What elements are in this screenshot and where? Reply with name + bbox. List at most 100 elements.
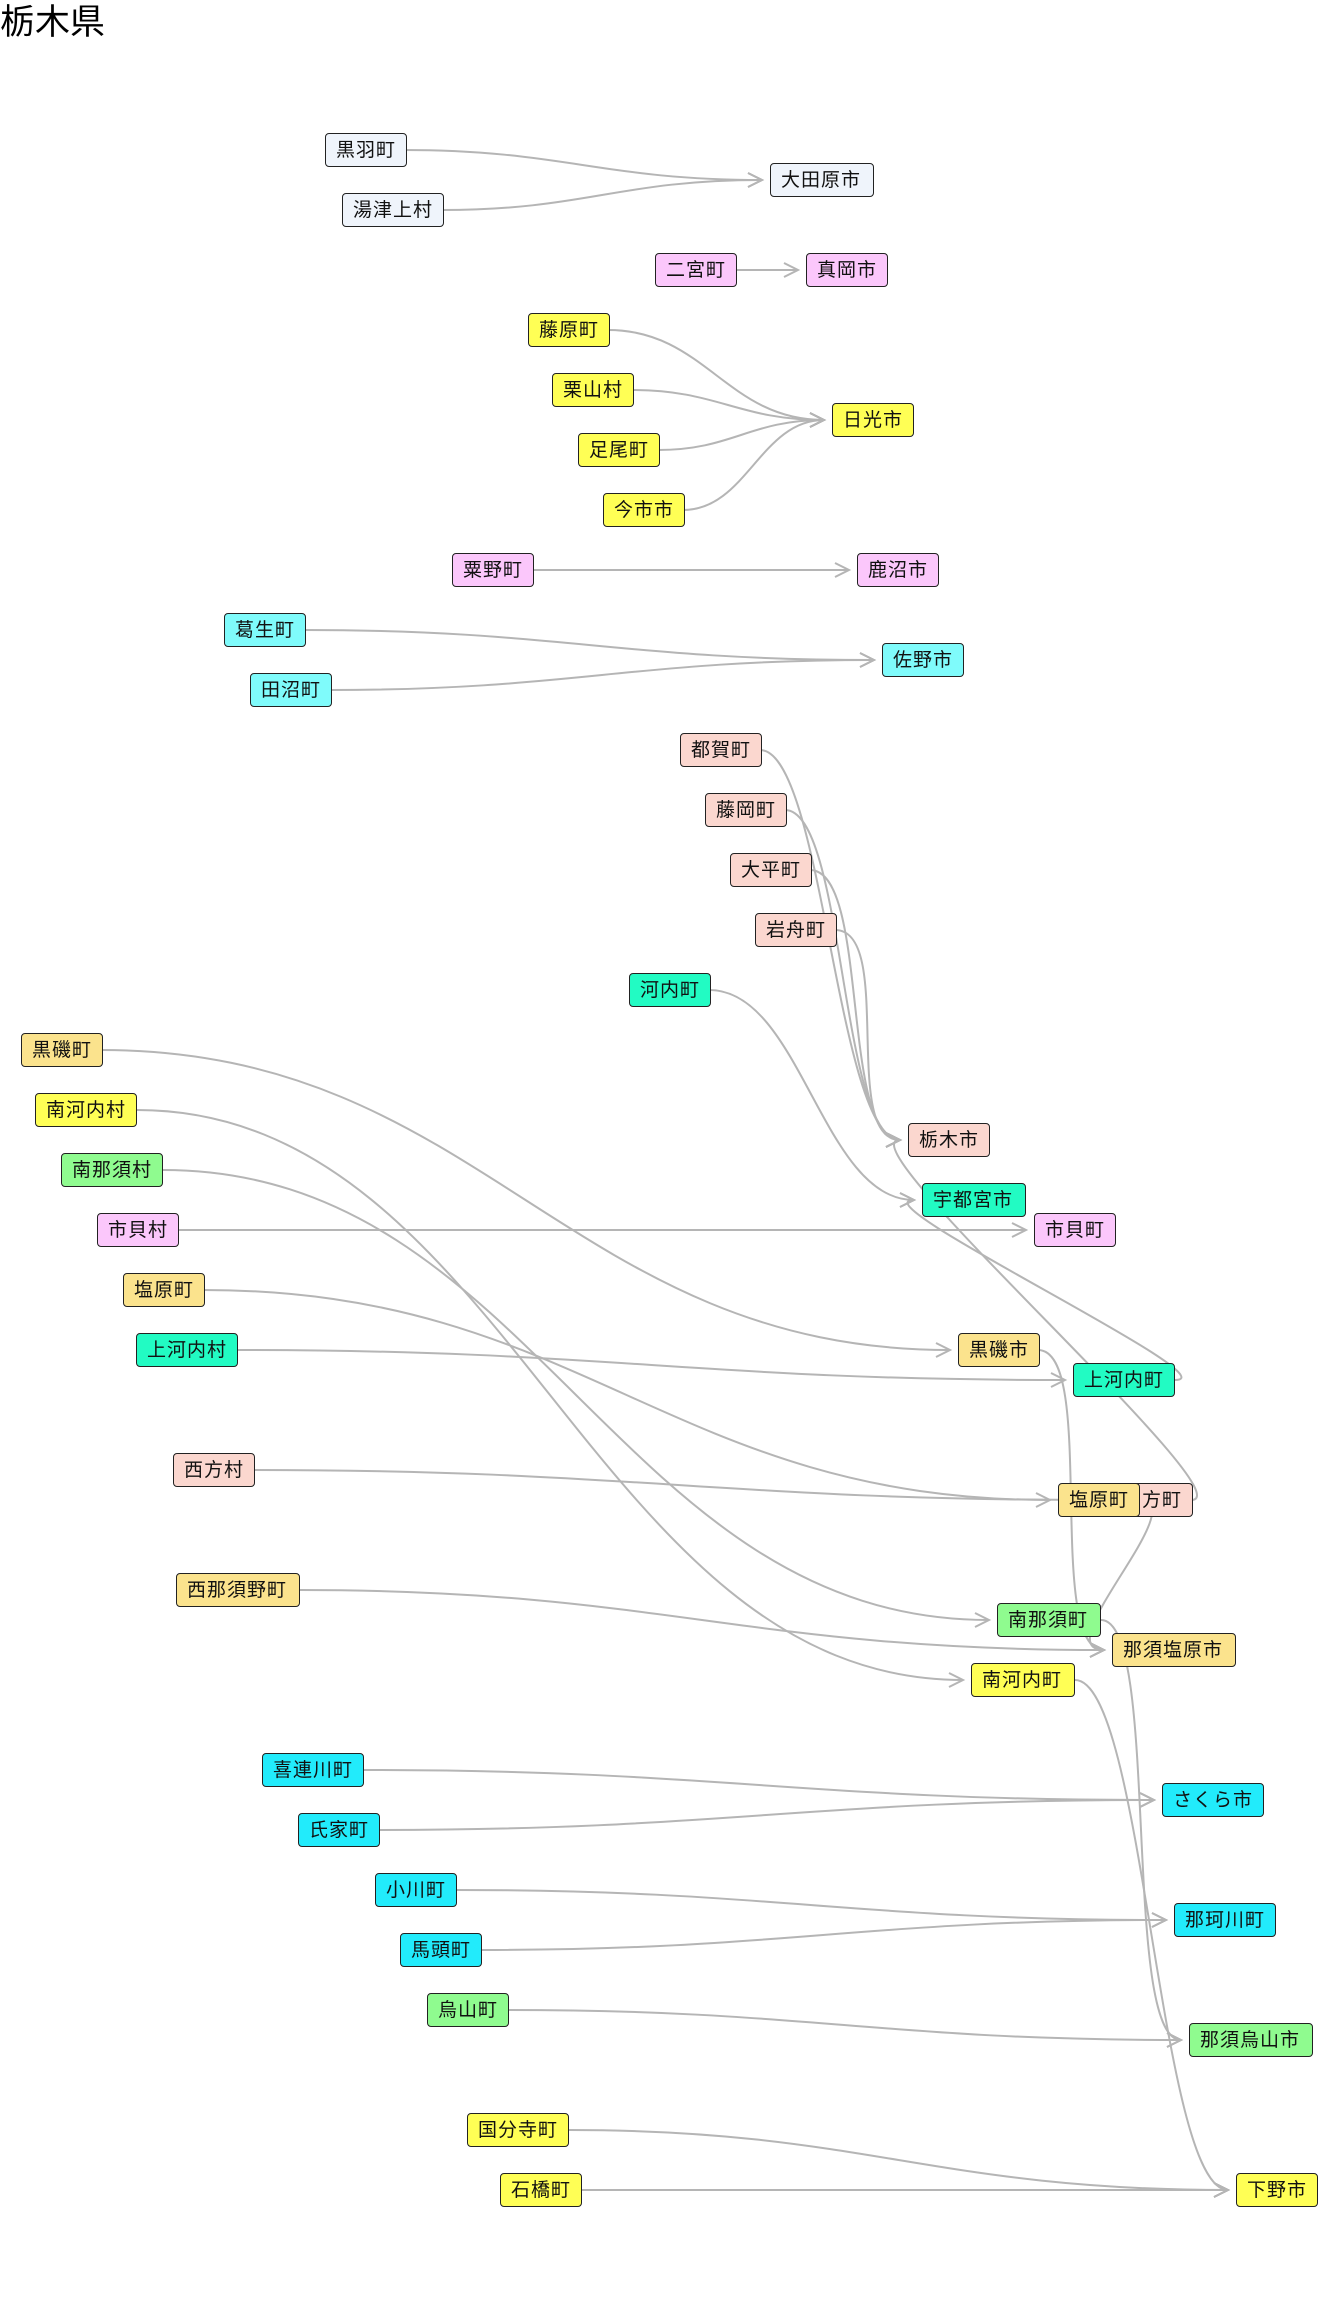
node-minamikawachimachi: 南河内町: [971, 1663, 1075, 1697]
node-label: 氏家町: [309, 1819, 370, 1841]
node-nishinasuno: 西那須野町: [176, 1573, 300, 1607]
node-label: 上河内町: [1084, 1369, 1165, 1391]
node-moka: 真岡市: [806, 253, 889, 287]
node-shiobaramachi: 塩原町: [123, 1273, 206, 1307]
node-label: 黒磯市: [969, 1339, 1030, 1361]
node-ogawa: 小川町: [375, 1873, 458, 1907]
node-label: 馬頭町: [411, 1939, 472, 1961]
edge-nishikatamura-nishikatamachi: [252, 1469, 1104, 1501]
node-label: 今市市: [614, 499, 675, 521]
edge-fujiwara-nikko: [607, 329, 825, 421]
node-kuzuu: 葛生町: [224, 613, 307, 647]
node-label: 西方村: [184, 1459, 245, 1481]
arrowhead-minamikawachimura-minamikawachimachi: [948, 1672, 966, 1688]
node-tsuga: 都賀町: [680, 733, 763, 767]
node-label: 石橋町: [511, 2179, 572, 2201]
node-label: 烏山町: [438, 1999, 499, 2021]
node-label: 南那須町: [1008, 1609, 1089, 1631]
arrowhead-ishibashi-shimotsuke: [1213, 2182, 1231, 2198]
node-minaminasumachi: 南那須町: [997, 1603, 1101, 1637]
node-ashio: 足尾町: [578, 433, 661, 467]
node-label: 湯津上村: [353, 199, 434, 221]
edge-kuzuu-sano: [303, 629, 875, 661]
node-nakagawa: 那珂川町: [1174, 1903, 1277, 1937]
node-nishikatamura: 西方村: [173, 1453, 256, 1487]
node-shimotsuke: 下野市: [1236, 2173, 1319, 2207]
edge-minamikawachimura-minamikawachimachi: [136, 1109, 964, 1681]
node-sano: 佐野市: [882, 643, 965, 677]
node-fujiwara: 藤原町: [528, 313, 611, 347]
node-label: 喜連川町: [273, 1759, 354, 1781]
node-label: 鹿沼市: [868, 559, 929, 581]
edge-imaichi-nikko: [682, 419, 825, 511]
node-bato: 馬頭町: [400, 1933, 483, 1967]
node-kamikawachimura: 上河内村: [136, 1333, 239, 1367]
node-kawachi: 河内町: [629, 973, 712, 1007]
node-label: 粟野町: [463, 559, 524, 581]
node-label: さくら市: [1173, 1789, 1254, 1811]
node-label: 那須烏山市: [1200, 2029, 1301, 2051]
node-label: 栃木市: [919, 1129, 980, 1151]
node-ichikaimachi: 市貝町: [1034, 1213, 1117, 1247]
node-label: 日光市: [843, 409, 904, 431]
arrowhead-nishinasuno-nasushiobara: [1089, 1642, 1107, 1658]
node-label: 二宮町: [666, 259, 727, 281]
node-label: 藤岡町: [716, 799, 777, 821]
node-label: 栗山村: [563, 379, 624, 401]
node-label: 那須塩原市: [1123, 1639, 1224, 1661]
edge-kamikawachimachi-utsunomiya: [906, 1199, 1183, 1381]
edge-nishinasuno-nasushiobara: [299, 1589, 1105, 1651]
node-nasushiobara: 那須塩原市: [1112, 1633, 1236, 1667]
edge-kawachi-utsunomiya: [708, 989, 915, 1201]
node-label: 市貝村: [108, 1219, 169, 1241]
node-kanuma: 鹿沼市: [857, 553, 940, 587]
edge-minamikawachimachi-shimotsuke: [1074, 1679, 1229, 2191]
node-label: 塩原町: [1069, 1489, 1130, 1511]
arrowhead-minaminasumura-minaminasumachi: [974, 1612, 992, 1628]
node-label: 市貝町: [1045, 1219, 1106, 1241]
node-ninomiya: 二宮町: [655, 253, 738, 287]
node-label: 黒磯町: [32, 1039, 93, 1061]
node-kuroiso: 黒磯町: [21, 1033, 104, 1067]
node-ohira: 大平町: [730, 853, 813, 887]
node-kuriyama: 栗山村: [552, 373, 635, 407]
edge-kuriyama-nikko: [631, 389, 825, 421]
arrowhead-kuroiso-kuroisoshi: [935, 1342, 953, 1358]
edge-iwafune-tochigi: [834, 929, 901, 1141]
edge-ujiie-sakura: [377, 1799, 1155, 1831]
edge-kitsuregawa-sakura: [363, 1769, 1155, 1801]
node-ujiie: 氏家町: [298, 1813, 381, 1847]
node-imaichi: 今市市: [603, 493, 686, 527]
node-utsunomiya: 宇都宮市: [922, 1183, 1026, 1217]
node-sakura: さくら市: [1162, 1783, 1265, 1817]
node-iwafune: 岩舟町: [755, 913, 838, 947]
node-tochigi: 栃木市: [908, 1123, 991, 1157]
node-fujioka: 藤岡町: [705, 793, 788, 827]
node-kitsuregawa: 喜連川町: [262, 1753, 365, 1787]
node-tanuma: 田沼町: [250, 673, 333, 707]
edge-yuzukami-otawara: [441, 179, 763, 211]
edge-kokubunji-shimotsuke: [568, 2129, 1229, 2191]
edge-ashio-nikko: [657, 419, 825, 451]
arrowhead-tanuma-sano: [859, 652, 877, 668]
node-yuzukami: 湯津上村: [342, 193, 445, 227]
edge-shiobaramachi-shiobarachou: [202, 1289, 1051, 1501]
node-label: 南河内町: [982, 1669, 1063, 1691]
node-nasukarasuyama: 那須烏山市: [1189, 2023, 1313, 2057]
page-title: 栃木県: [0, 3, 106, 43]
arrowhead-karasuyama-nasukarasuyama: [1166, 2032, 1184, 2048]
node-ishibashi: 石橋町: [500, 2173, 583, 2207]
node-kurobane: 黒羽町: [325, 133, 408, 167]
node-label: 南那須村: [72, 1159, 153, 1181]
node-awano: 粟野町: [452, 553, 535, 587]
node-label: 南河内村: [46, 1099, 127, 1121]
edge-tanuma-sano: [329, 659, 875, 691]
node-minaminasumura: 南那須村: [61, 1153, 164, 1187]
arrowhead-kamikawachimachi-utsunomiya: [899, 1192, 917, 1208]
node-otawara: 大田原市: [770, 163, 874, 197]
node-label: 佐野市: [893, 649, 954, 671]
arrowhead-ninomiya-moka: [783, 262, 801, 278]
node-label: 足尾町: [589, 439, 650, 461]
node-label: 那珂川町: [1185, 1909, 1266, 1931]
